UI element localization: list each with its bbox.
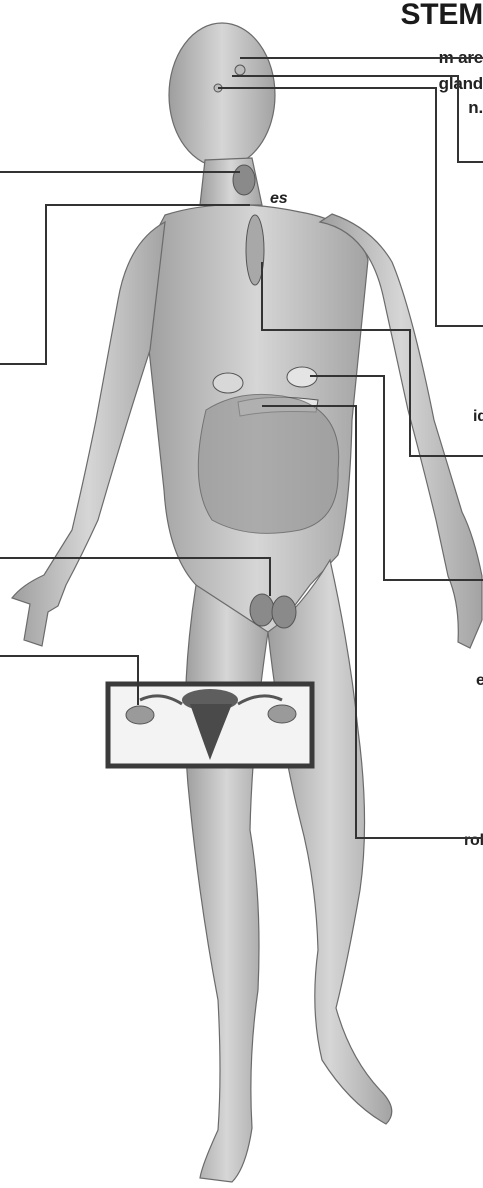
- body-silhouette: [12, 23, 482, 1182]
- intestines: [198, 394, 338, 533]
- left-testis: [250, 594, 274, 626]
- left-adrenal-kidney: [213, 373, 243, 393]
- right-testis: [272, 596, 296, 628]
- left-leg: [185, 585, 268, 1182]
- right-ovary: [268, 705, 296, 723]
- left-arm: [12, 222, 165, 646]
- head: [169, 23, 275, 167]
- right-leg: [268, 560, 392, 1124]
- thyroid-gland: [233, 165, 255, 195]
- pineal-gland: [235, 65, 245, 75]
- left-ovary: [126, 706, 154, 724]
